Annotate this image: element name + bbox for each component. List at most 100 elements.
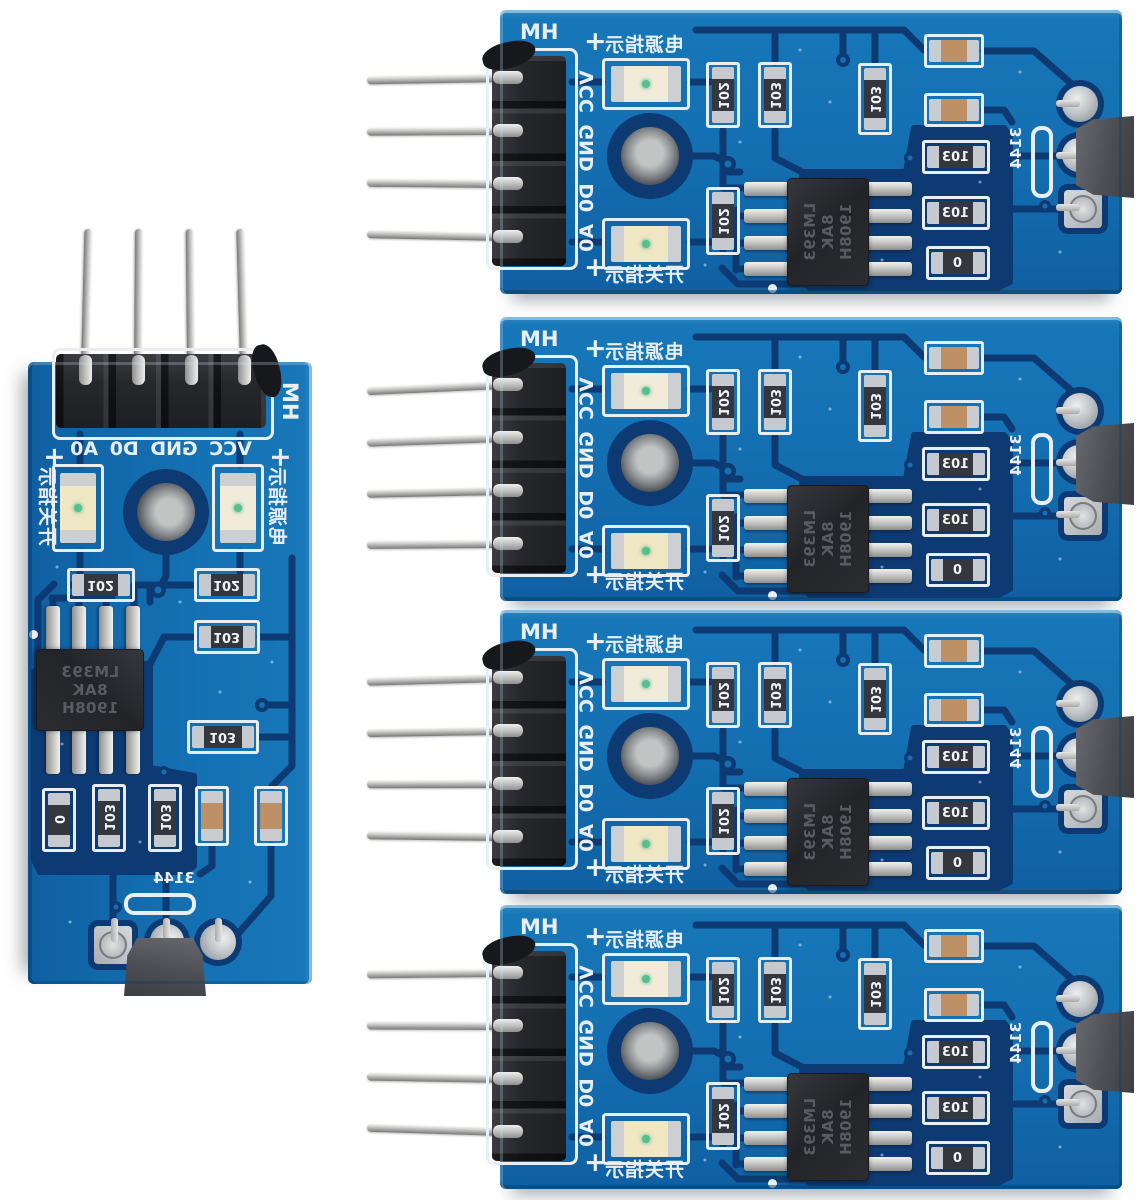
- header-pin-4: [81, 228, 93, 366]
- hall-sensor-module: HM VCC GND D0 A0 + 电源指示 + 开关指示 102 103 1…: [366, 317, 1134, 601]
- solder-joint: [493, 830, 523, 843]
- capacitor: [924, 34, 984, 68]
- switch-led: [52, 464, 104, 552]
- ic-leg: [866, 543, 912, 557]
- led-chip-dot: [642, 240, 650, 248]
- pcb-board: HM VCC GND D0 A0 + 电源指示 + 开关指示 102 103 1…: [479, 10, 1134, 294]
- pcb-board: HM VCC GND D0 A0 + 电源指示 + 开关指示 102 103 1…: [479, 905, 1134, 1189]
- resistor-102: 102: [194, 568, 260, 602]
- ic-leg: [866, 782, 912, 796]
- silkscreen-dot: [768, 591, 777, 600]
- hall-sensor-module: HM VCC GND D0 A0 + 电源指示 + 开关指示 102 103 1…: [366, 10, 1134, 294]
- hall-sensor-module: HM VCC GND D0 A0 + 电源指示 + 开关指示 102 103 1…: [366, 610, 1134, 894]
- ic-leg: [866, 182, 912, 196]
- capacitor: [924, 988, 984, 1022]
- silkscreen-pin-labels: VCC GND D0 A0: [576, 377, 598, 559]
- silkscreen-plus-bottom: +: [584, 1147, 607, 1178]
- silkscreen-dot: [768, 884, 777, 893]
- ic-leg: [744, 262, 790, 276]
- pcb-module-slot-3: HM VCC GND D0 A0 + 电源指示 + 开关指示 102 103 1…: [366, 317, 1134, 601]
- power-led: [602, 658, 690, 710]
- hall-sensor-leg: [1056, 100, 1080, 107]
- ic-leg: [866, 262, 912, 276]
- pcb-board: HM VCC GND D0 A0 + 电源指示 + 开关指示 102 103 1…: [479, 610, 1134, 894]
- capacitor: [924, 693, 984, 727]
- hall-sensor-leg: [1056, 1047, 1080, 1054]
- resistor-103: 103: [922, 1035, 990, 1069]
- silkscreen-sensor-outline: [1031, 433, 1053, 505]
- resistor-103: 103: [922, 140, 990, 174]
- resistor-102: 102: [706, 494, 740, 562]
- solder-joint: [493, 71, 523, 84]
- solder-joint: [493, 124, 523, 137]
- hall-sensor-3144: [1076, 1011, 1134, 1093]
- ic-marking: LM393 8AK 1908H: [60, 663, 120, 717]
- hall-sensor-3144: [1076, 423, 1134, 505]
- power-led: [602, 58, 690, 110]
- solder-joint: [493, 966, 523, 979]
- ic-leg: [744, 489, 790, 503]
- resistor-103: 103: [758, 957, 792, 1023]
- silkscreen-dot: [768, 1179, 777, 1188]
- ic-leg: [866, 1077, 912, 1091]
- ic-package: [787, 1073, 869, 1181]
- capacitor: [254, 786, 288, 846]
- ic-leg: [866, 809, 912, 823]
- solder-joint: [493, 378, 523, 391]
- resistor-103: 103: [758, 62, 792, 128]
- header-pin-1: [366, 381, 504, 396]
- solder-joint: [185, 355, 198, 385]
- silkscreen-3144-label: 3144: [1007, 127, 1025, 169]
- header-pin-3: [366, 487, 504, 498]
- resistor-102: 102: [706, 369, 740, 435]
- capacitor: [195, 786, 229, 846]
- capacitor: [924, 341, 984, 375]
- hall-sensor-module: HM VCC GND D0 A0 + 电源指示 + 开关指示 102 103 1…: [28, 228, 312, 984]
- ic-leg: [744, 1131, 790, 1145]
- silkscreen-power-led-label: 电源指示: [604, 341, 685, 363]
- hall-sensor-3144: [1076, 116, 1134, 198]
- solder-joint: [493, 1072, 523, 1085]
- resistor-103: 103: [858, 370, 892, 442]
- ic-leg: [866, 836, 912, 850]
- header-pin-1: [236, 228, 248, 366]
- ic-leg: [744, 782, 790, 796]
- switch-led: [602, 525, 690, 577]
- silkscreen-power-led-label: 电源指示: [604, 634, 685, 656]
- solder-joint: [493, 777, 523, 790]
- hall-sensor-leg: [1056, 752, 1080, 759]
- hall-sensor-leg: [1056, 804, 1080, 811]
- ic-leg: [866, 569, 912, 583]
- ic-leg: [744, 1157, 790, 1171]
- hall-sensor-leg: [1056, 407, 1080, 414]
- header-pin-2: [366, 127, 504, 136]
- pcb-module-slot-5: HM VCC GND D0 A0 + 电源指示 + 开关指示 102 103 1…: [366, 905, 1134, 1189]
- ic-leg: [866, 862, 912, 876]
- ic-leg: [866, 1157, 912, 1171]
- header-pin-1: [366, 969, 504, 979]
- resistor-0: 0: [926, 246, 990, 280]
- solder-joint: [493, 1125, 523, 1138]
- mounting-hole: [613, 719, 687, 793]
- header-pin-3: [366, 178, 504, 188]
- header-pin-1: [366, 674, 504, 686]
- header-pin-2: [366, 727, 504, 738]
- ic-leg: [744, 1077, 790, 1091]
- resistor-103: 103: [858, 958, 892, 1030]
- ic-leg: [744, 543, 790, 557]
- ic-leg: [744, 209, 790, 223]
- ic-leg: [744, 516, 790, 530]
- led-chip-dot: [642, 547, 650, 555]
- led-chip-dot: [642, 387, 650, 395]
- hall-sensor-leg: [1056, 511, 1080, 518]
- hall-sensor-leg: [1056, 1099, 1080, 1106]
- ic-marking: LM393 8AK 1908H: [801, 509, 855, 569]
- solder-joint: [79, 355, 92, 385]
- solder-joint: [493, 724, 523, 737]
- header-pin-3: [134, 228, 143, 366]
- mounting-hole: [613, 1014, 687, 1088]
- solder-joint: [132, 355, 145, 385]
- resistor-0: 0: [926, 846, 990, 880]
- switch-led: [602, 818, 690, 870]
